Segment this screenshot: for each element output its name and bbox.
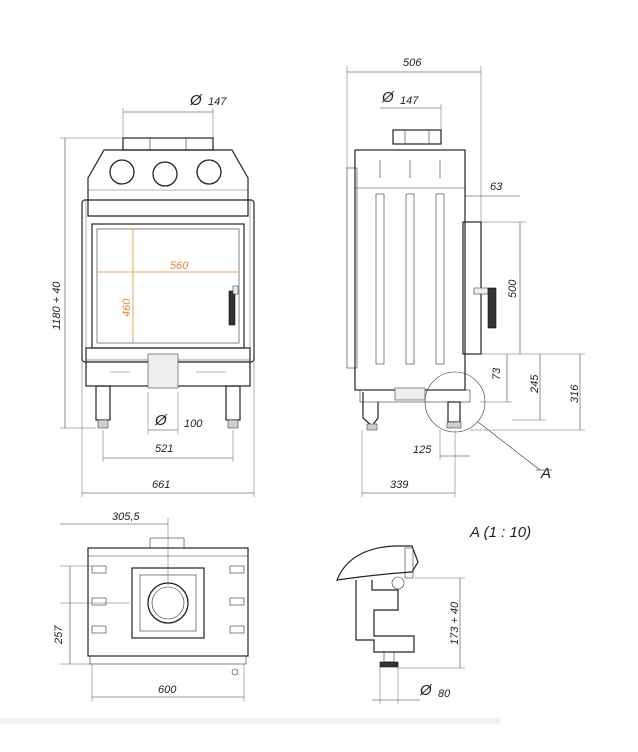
outlet-circle-right: [196, 159, 222, 185]
side-flue-diameter-symbol: Ø: [381, 89, 395, 106]
top-depth-label: 257: [53, 625, 65, 645]
door-handle: [228, 290, 236, 326]
front-flue-diameter-label: 147: [208, 96, 227, 108]
side-flue-diameter-label: 147: [400, 95, 419, 107]
front-flue-diameter-symbol: Ø: [189, 92, 203, 109]
side-offset-label: 63: [490, 181, 503, 193]
top-flue-offset-label: 305,5: [112, 511, 140, 523]
detail-a-callout: A: [540, 465, 551, 482]
air-inlet-diameter-label: 100: [184, 418, 203, 430]
side-rib-2: [405, 193, 415, 365]
side-view: A 506 Ø 147 63 500 73 245 316 1: [346, 57, 585, 497]
front-leg-right: [225, 385, 241, 421]
dim-316-label: 316: [569, 384, 581, 403]
front-leg-left: [95, 385, 111, 421]
side-rib-1: [375, 193, 385, 365]
air-intake-box: [147, 353, 179, 389]
front-height-label: 1180 + 40: [51, 281, 63, 330]
side-leg-rear: [362, 392, 379, 427]
top-flue-opening: [147, 582, 189, 624]
outlet-circle-left: [109, 159, 135, 185]
front-total-width-label: 661: [152, 479, 170, 491]
door-height-label: 500: [507, 279, 519, 298]
front-view: 560 460 Ø 147 1180 + 40 Ø 100 521 661: [51, 92, 255, 497]
detail-a-view: A (1 : 10) 173 + 40 Ø 80: [336, 524, 531, 704]
detail-a-title: A (1 : 10): [469, 524, 531, 541]
glass-width-label: 560: [170, 260, 189, 272]
side-flue-collar: [392, 129, 442, 145]
dim-125-label: 125: [413, 444, 432, 456]
side-leg-front: [447, 401, 461, 423]
foot-diameter-label: 80: [438, 688, 451, 700]
side-door-handle: [487, 287, 497, 329]
outlet-circle-middle: [152, 161, 178, 187]
side-rib-3: [435, 193, 445, 365]
detail-leg-bracket: [355, 580, 415, 653]
top-width-label: 600: [158, 684, 177, 696]
side-depth-339-label: 339: [390, 479, 408, 491]
front-hood: [87, 149, 249, 217]
front-door-frame: [91, 223, 245, 349]
page-bottom-strip: [0, 718, 500, 724]
detail-cap: [336, 545, 419, 581]
top-view: 305,5 257 600: [53, 511, 249, 702]
detail-foot: [379, 661, 399, 668]
front-flue-collar: [122, 137, 214, 151]
foot-diameter-symbol: Ø: [419, 682, 433, 699]
side-total-depth-label: 506: [403, 57, 422, 69]
dim-73-label: 73: [491, 367, 503, 380]
air-inlet-diameter-symbol: Ø: [154, 412, 168, 429]
detail-leg-height-label: 173 + 40: [449, 601, 461, 645]
dim-245-label: 245: [529, 374, 541, 394]
front-glass: [96, 228, 240, 344]
side-body: [354, 149, 466, 391]
glass-height-label: 460: [121, 298, 133, 317]
leg-spacing-label: 521: [155, 443, 173, 455]
